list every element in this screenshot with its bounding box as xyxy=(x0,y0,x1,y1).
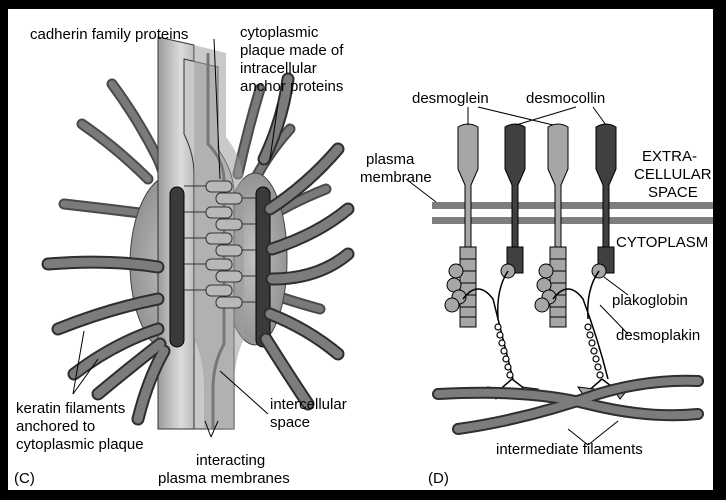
label-plakoglobin: plakoglobin xyxy=(612,292,688,309)
desmocollin-1 xyxy=(505,124,525,247)
desmosome-diagram: cadherin family proteins cytoplasmic pla… xyxy=(8,9,713,490)
label-plasma-membrane-line2: membrane xyxy=(360,169,432,186)
label-intermediate-filaments: intermediate filaments xyxy=(496,441,643,458)
label-membranes-line2: plasma membranes xyxy=(158,470,290,487)
panel-c-drawing xyxy=(48,37,348,429)
label-plaque-line4: anchor proteins xyxy=(240,78,343,95)
label-desmocollin: desmocollin xyxy=(526,90,605,107)
label-desmoglein: desmoglein xyxy=(412,90,489,107)
membrane-inner-leaflet xyxy=(432,217,713,224)
label-keratin-line3: cytoplasmic plaque xyxy=(16,436,144,453)
label-cytoplasm: CYTOPLASM xyxy=(616,234,708,251)
label-plaque-line1: cytoplasmic xyxy=(240,24,319,41)
label-plasma-membrane-line1: plasma xyxy=(366,151,415,168)
membrane-outer-leaflet xyxy=(432,202,713,209)
plaque-bar-left xyxy=(170,187,184,347)
label-keratin-line2: anchored to xyxy=(16,418,95,435)
label-intercellular-line1: intercellular xyxy=(270,396,347,413)
desmocollin-2 xyxy=(596,124,616,247)
label-membranes-line1: interacting xyxy=(196,452,265,469)
panel-d-label: (D) xyxy=(428,470,449,487)
label-extracellular-line1: EXTRA- xyxy=(642,148,697,165)
label-plaque-line2: plaque made of xyxy=(240,42,344,59)
label-intercellular-line2: space xyxy=(270,414,310,431)
label-desmoplakin: desmoplakin xyxy=(616,327,700,344)
panel-c-label: (C) xyxy=(14,470,35,487)
label-cadherin: cadherin family proteins xyxy=(30,26,188,43)
label-extracellular-line3: SPACE xyxy=(648,184,698,201)
label-keratin-line1: keratin filaments xyxy=(16,400,125,417)
desmoglein-2 xyxy=(548,124,568,247)
desmoglein-1 xyxy=(458,124,478,247)
figure-panel: cadherin family proteins cytoplasmic pla… xyxy=(8,9,713,490)
label-extracellular-line2: CELLULAR xyxy=(634,166,712,183)
label-plaque-line3: intracellular xyxy=(240,60,317,77)
